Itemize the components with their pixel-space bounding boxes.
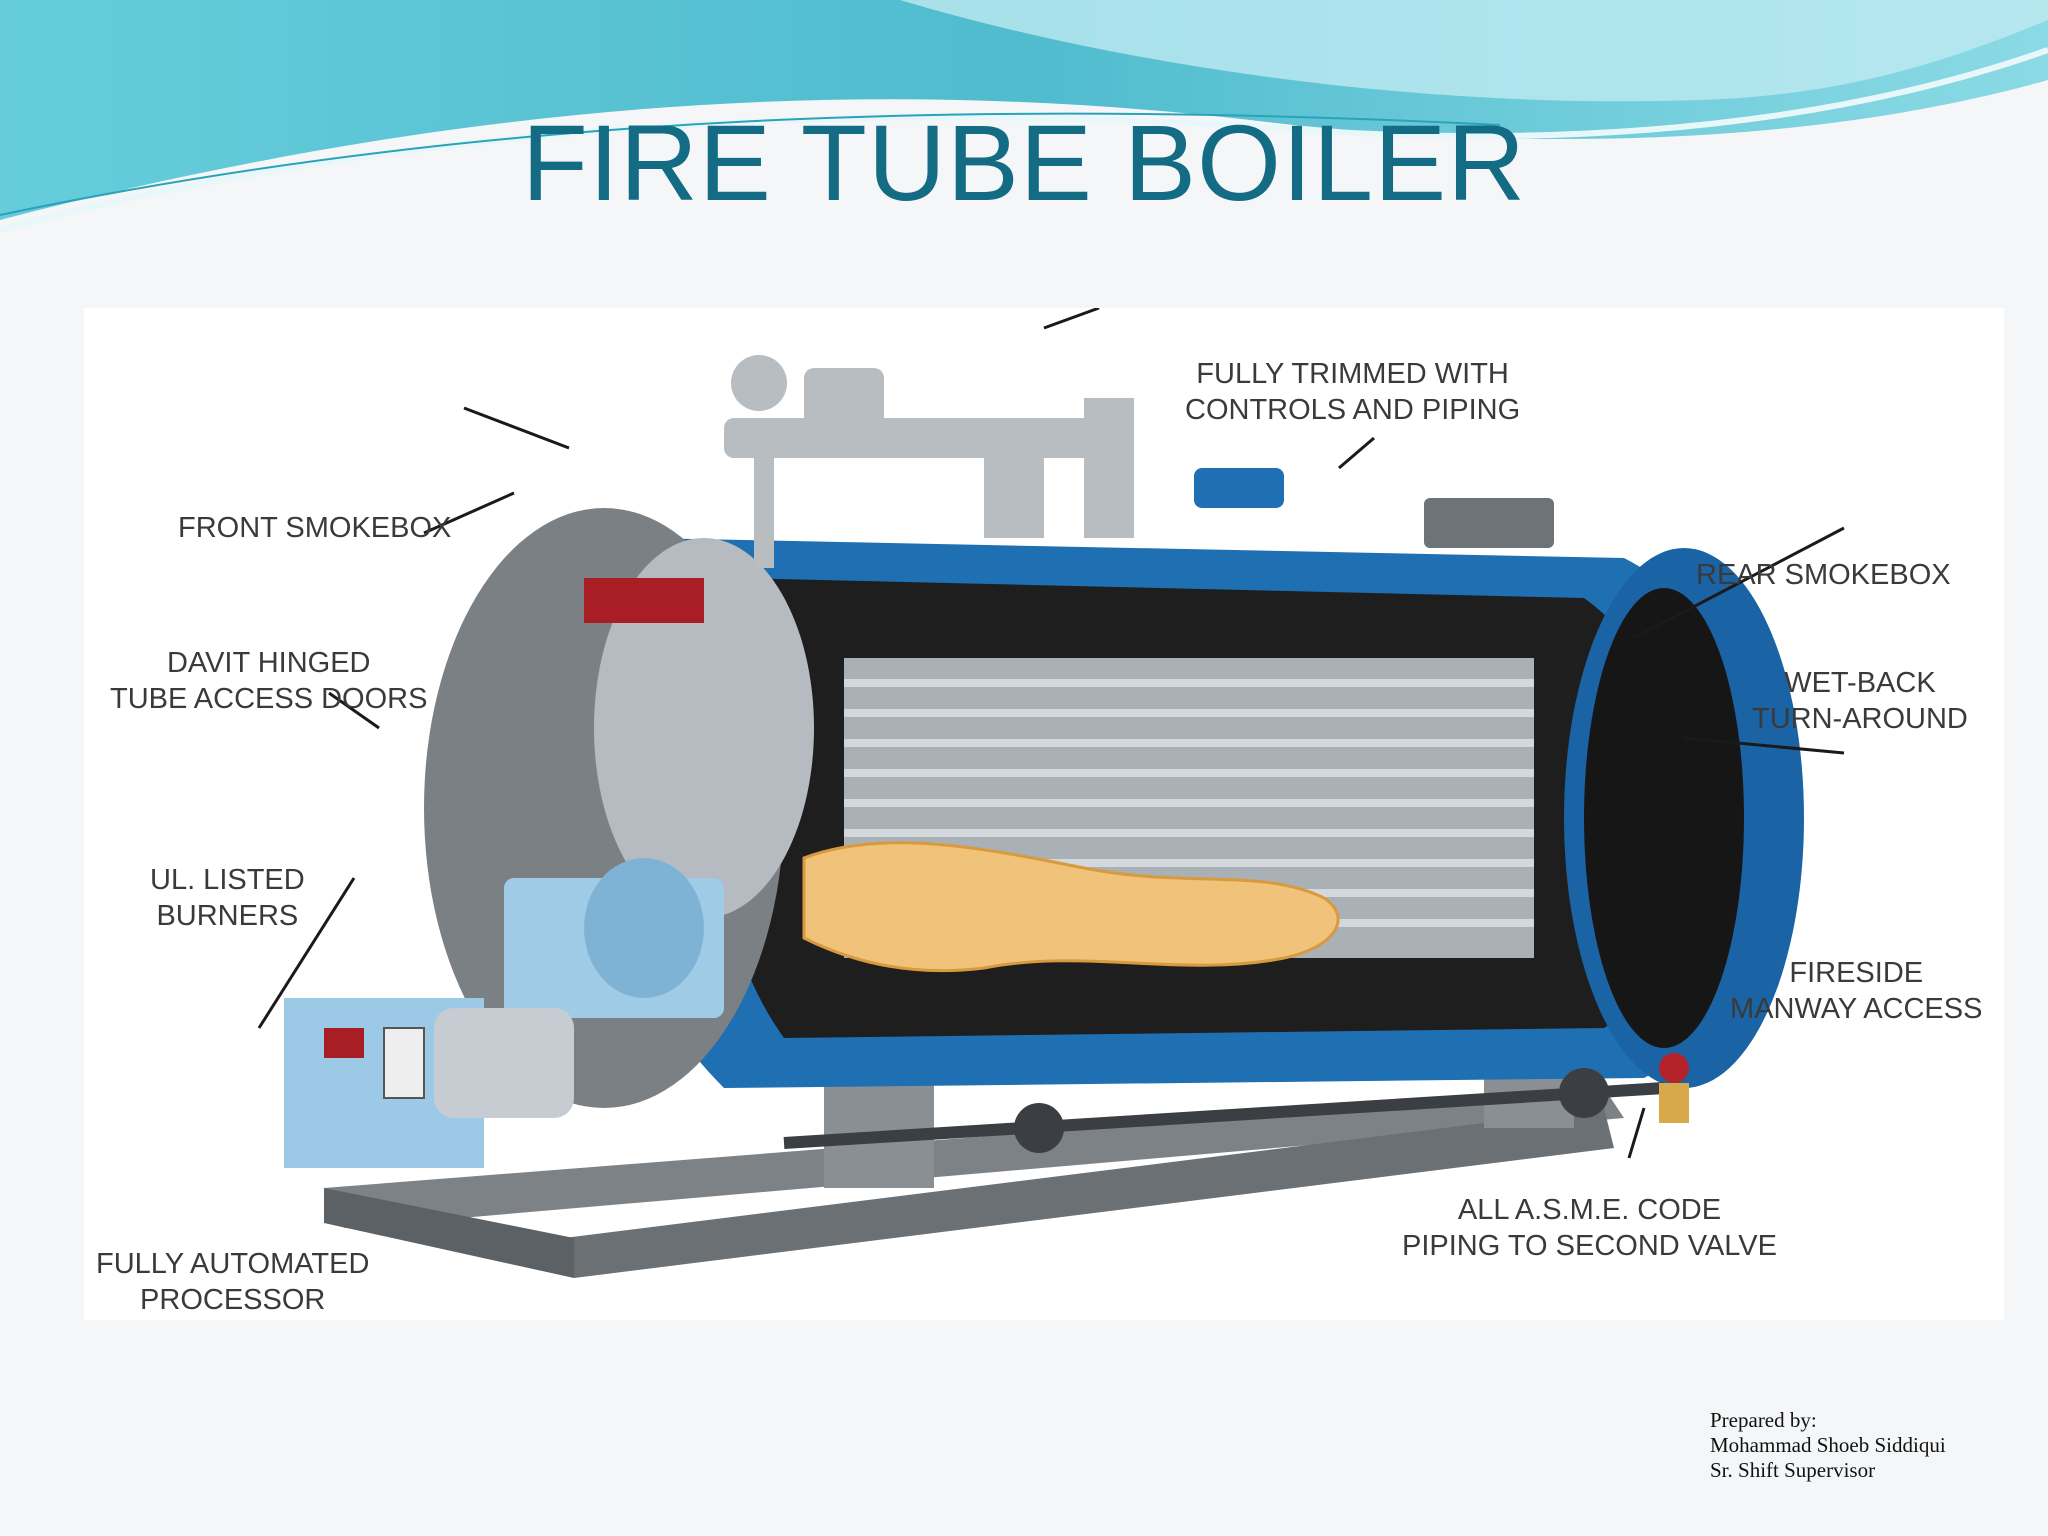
label-burners: UL. LISTED BURNERS [150,862,305,934]
label-trimmed-line1: FULLY TRIMMED WITH [1196,358,1509,390]
label-processor: FULLY AUTOMATED PROCESSOR [96,1246,369,1318]
label-burners-line1: UL. LISTED [150,864,305,896]
boiler-illustration [257,308,1845,1278]
controls-piping [724,355,1134,568]
label-asme-line2: PIPING TO SECOND VALVE [1402,1230,1777,1262]
credits-line1: Prepared by: [1710,1408,1817,1432]
base-skid [324,1088,1624,1278]
boiler-diagram [84,308,2004,1320]
credits-line2: Mohammad Shoeb Siddiqui [1710,1433,1946,1457]
label-processor-line1: FULLY AUTOMATED [96,1248,370,1280]
label-trimmed-line2: CONTROLS AND PIPING [1185,394,1521,426]
label-asme-piping: ALL A.S.M.E. CODE PIPING TO SECOND VALVE [1402,1192,1777,1264]
stack-outlet [1424,498,1554,548]
front-tube-sheet [594,538,814,918]
label-fully-trimmed: FULLY TRIMMED WITH CONTROLS AND PIPING [1185,356,1520,428]
burner-assembly [284,858,724,1168]
label-manway-line1: FIRESIDE [1789,957,1924,989]
label-rear-smokebox: REAR SMOKEBOX [1696,557,1951,593]
blowdown-piping [783,1053,1689,1153]
leader-arrows [257,308,1845,1159]
label-rear-smokebox-text: REAR SMOKEBOX [1696,559,1951,591]
header-wave-decoration [0,0,2048,233]
label-burners-line2: BURNERS [156,900,299,932]
label-wetback: WET-BACK TURN-AROUND [1752,665,1968,737]
label-fireside-manway: FIRESIDE MANWAY ACCESS [1730,955,1982,1027]
label-davit-hinged: DAVIT HINGED TUBE ACCESS DOORS [110,645,427,717]
label-davit-line1: DAVIT HINGED [166,647,371,679]
label-manway-line2: MANWAY ACCESS [1730,993,1983,1025]
label-asme-line1: ALL A.S.M.E. CODE [1457,1194,1722,1226]
label-davit-line2: TUBE ACCESS DOORS [110,683,428,715]
label-wetback-line1: WET-BACK [1784,667,1936,699]
credits: Prepared by: Mohammad Shoeb Siddiqui Sr.… [1710,1408,1946,1483]
wetback-chamber [1584,588,1744,1048]
page-title: FIRE TUBE BOILER [521,102,1527,223]
label-processor-line2: PROCESSOR [140,1284,326,1316]
credits-line3: Sr. Shift Supervisor [1710,1458,1876,1482]
furnace-flame [802,841,1340,973]
steam-nozzle [1194,468,1284,508]
label-front-smokebox: FRONT SMOKEBOX [178,510,451,546]
label-front-smokebox-text: FRONT SMOKEBOX [178,512,452,544]
label-wetback-line2: TURN-AROUND [1752,703,1968,735]
nameplate [584,578,704,623]
